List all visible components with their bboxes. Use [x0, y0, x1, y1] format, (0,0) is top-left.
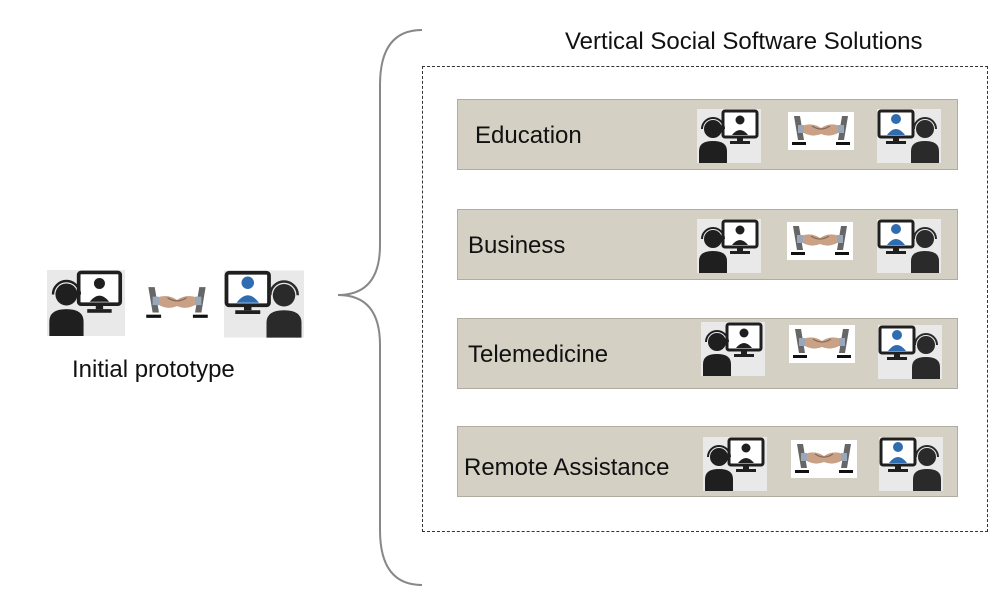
row-label: Education	[475, 122, 582, 149]
row-remote-assistance: Remote Assistance	[457, 426, 958, 497]
handshake-screens-icon	[787, 222, 853, 260]
agent-at-computer-icon	[877, 219, 941, 273]
diagram-title: Vertical Social Software Solutions	[565, 28, 923, 55]
agent-at-computer-icon	[878, 325, 942, 379]
prototype-label: Initial prototype	[72, 356, 235, 383]
agent-at-computer-icon	[879, 437, 943, 491]
user-at-computer-icon	[697, 219, 761, 273]
row-label: Business	[468, 232, 566, 259]
prototype-user-icon	[46, 270, 126, 336]
row-business: Business	[457, 209, 958, 280]
row-label: Remote Assistance	[464, 454, 670, 481]
handshake-screens-icon	[789, 325, 855, 363]
agent-at-computer-icon	[877, 109, 941, 163]
prototype-agent-icon	[224, 268, 304, 340]
row-label: Telemedicine	[468, 341, 609, 368]
prototype-handshake-icon	[142, 282, 212, 324]
user-at-computer-icon	[697, 109, 761, 163]
solutions-container	[422, 66, 988, 532]
curly-brace	[337, 29, 423, 586]
user-at-computer-icon	[703, 437, 767, 491]
row-education: Education	[457, 99, 958, 170]
handshake-screens-icon	[791, 440, 857, 478]
handshake-screens-icon	[788, 112, 854, 150]
row-telemedicine: Telemedicine	[457, 318, 958, 389]
user-at-computer-icon	[701, 322, 765, 376]
